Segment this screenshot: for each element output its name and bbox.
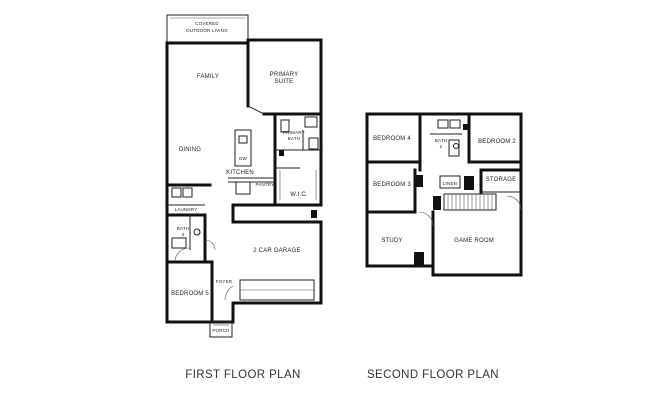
dryer-icon: [182, 187, 193, 198]
room-label-kitchen: KITCHEN: [226, 170, 254, 176]
bath-2-sink-2: [449, 119, 461, 129]
room-label-bedroom-5: BEDROOM 5: [171, 291, 209, 297]
water-heater-marker: [311, 210, 317, 218]
kitchen-island: [234, 129, 252, 167]
first-floor-plan: COVERED OUTDOOR LIVING FAMILY PRIMARY SU…: [165, 14, 323, 381]
room-label-dw: DW: [239, 156, 247, 161]
washer-icon: [171, 187, 182, 198]
second-floor-caption: SECOND FLOOR PLAN: [367, 369, 499, 381]
room-label-laundry: LAUNDRY: [175, 207, 198, 212]
porch-area: [209, 321, 233, 338]
room-label-bedroom-4: BEDROOM 4: [373, 136, 411, 142]
room-label-wic: W.I.C.: [290, 192, 308, 198]
room-label-primary-suite-2: SUITE: [275, 79, 294, 85]
stair-column: [464, 176, 474, 190]
wall-block: [415, 175, 423, 187]
shower-fixture: [308, 137, 319, 150]
bath-3-tub: [171, 237, 187, 249]
second-floor-plan: BEDROOM 4 BATH 2 BEDROOM 2 BEDROOM 3 LIN…: [365, 112, 523, 381]
room-label-bath-3: BATH: [177, 226, 189, 231]
room-label-bath-2-num: 2: [440, 144, 443, 149]
bath-3-toilet: [193, 228, 201, 236]
room-label-game-room: GAME ROOM: [454, 238, 494, 244]
pantry-closet: [235, 181, 251, 195]
room-label-pantry: PANTRY: [255, 182, 274, 187]
room-label-bedroom-2: BEDROOM 2: [478, 139, 516, 145]
first-floor-caption: FIRST FLOOR PLAN: [185, 369, 300, 381]
room-label-bedroom-3: BEDROOM 3: [373, 182, 411, 188]
staircase: [443, 193, 497, 211]
room-label-study: STUDY: [381, 238, 402, 244]
door-swing: [174, 247, 190, 263]
door-swing: [418, 211, 434, 227]
room-label-bath-3-num: 3: [182, 232, 185, 237]
room-label-garage: 2 CAR GARAGE: [253, 248, 300, 254]
wall-block: [414, 252, 424, 266]
room-label-storage: STORAGE: [486, 177, 517, 183]
room-label-primary-suite: PRIMARY: [270, 72, 299, 78]
bath-2-tub: [448, 139, 460, 157]
room-label-primary-bath: PRIMARY: [283, 130, 305, 135]
room-label-foyer: FOYER: [216, 279, 233, 284]
wall-block: [433, 196, 441, 210]
column-marker: [463, 124, 468, 130]
sink-icon: [238, 135, 248, 144]
room-label-dining: DINING: [179, 147, 201, 153]
room-label-bath-2: BATH: [435, 138, 447, 143]
room-label-porch: PORCH: [212, 328, 229, 333]
column-marker: [279, 150, 284, 156]
bath-2-sink: [437, 119, 449, 129]
room-label-covered-outdoor: COVERED: [195, 21, 219, 26]
linen-closet: [439, 175, 461, 189]
room-label-family: FAMILY: [197, 74, 219, 80]
tub-fixture: [304, 116, 318, 128]
room-label-primary-bath-2: BATH: [288, 136, 300, 141]
room-label-linen: LINEN: [443, 181, 457, 186]
toilet-fixture: [280, 119, 290, 133]
room-label-covered-outdoor-2: OUTDOOR LIVING: [186, 28, 228, 33]
